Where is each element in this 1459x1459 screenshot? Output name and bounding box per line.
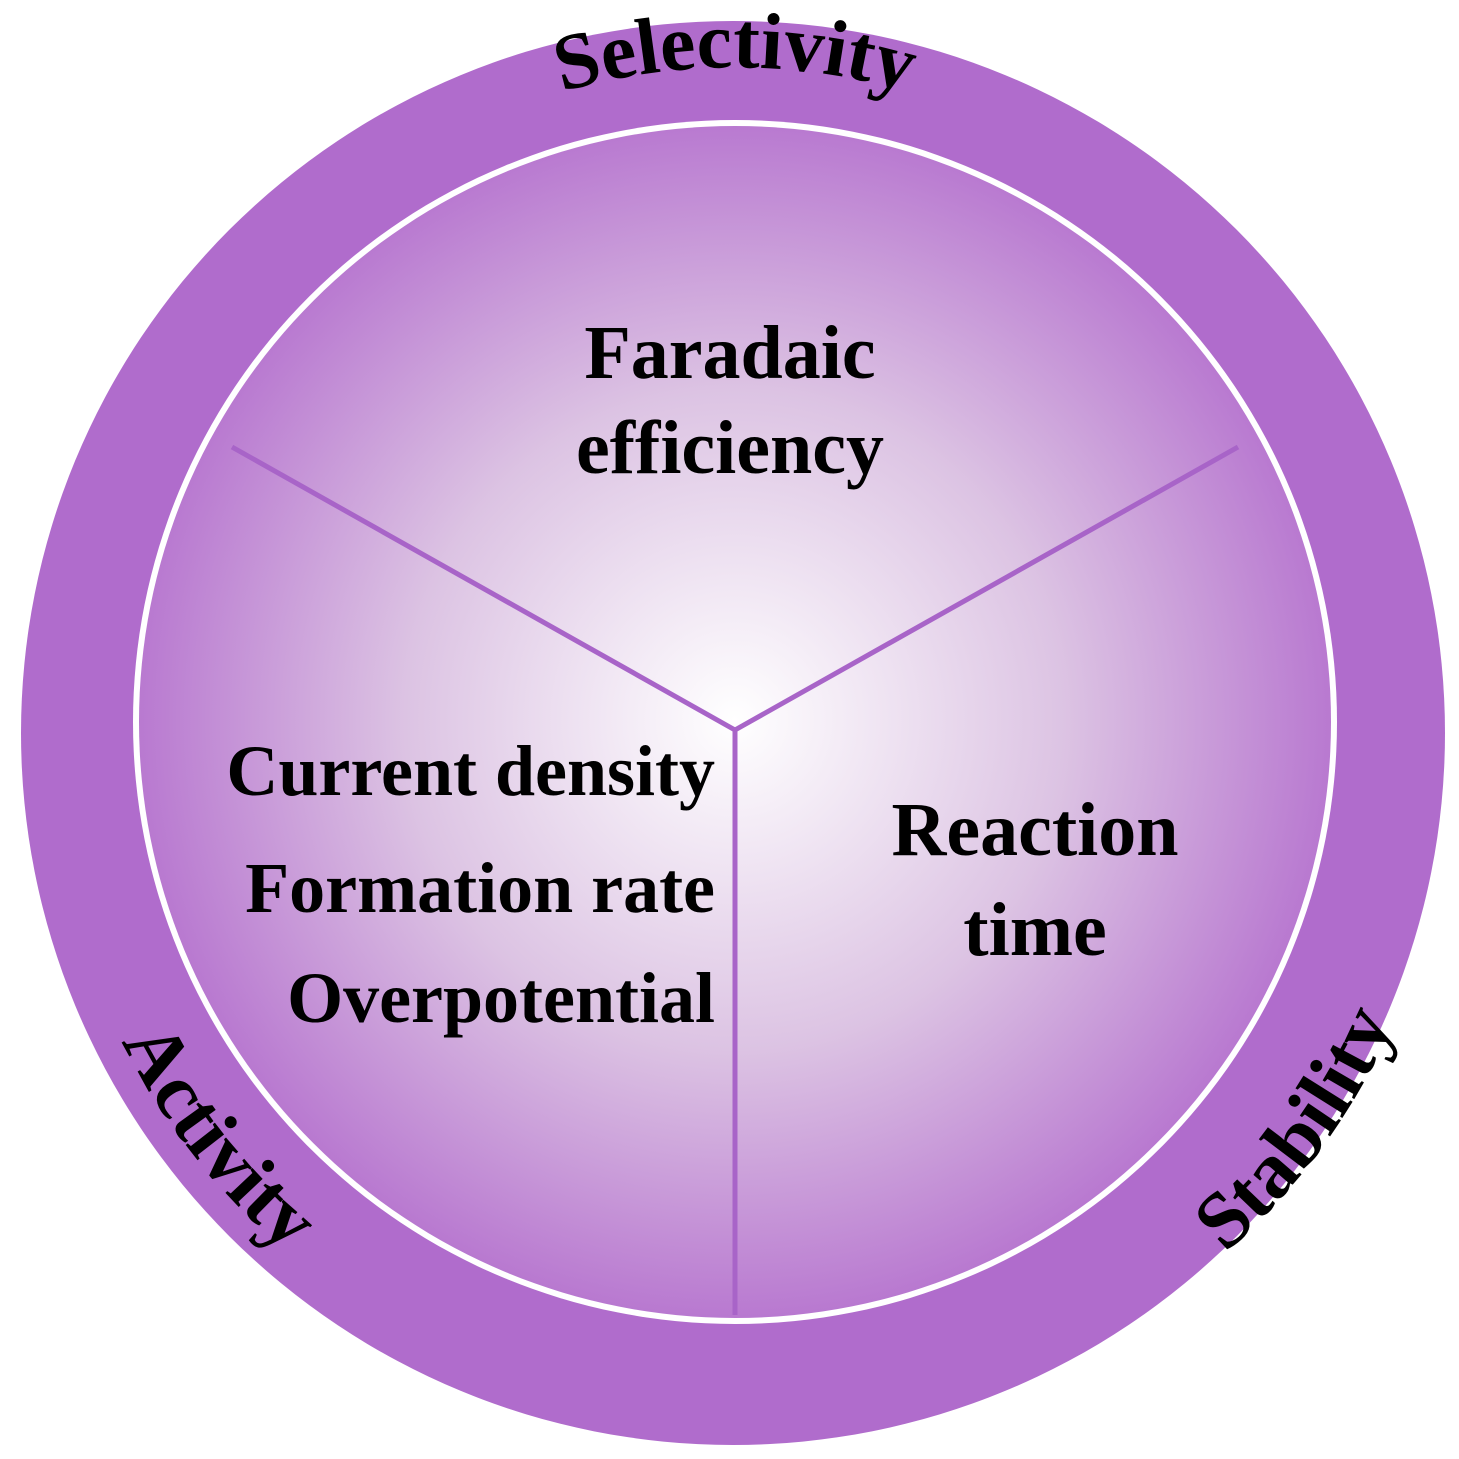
- sector-top: Faradaic efficiency: [576, 311, 884, 490]
- sector-right-line2: time: [963, 888, 1106, 972]
- sector-top-line2: efficiency: [576, 406, 884, 490]
- sector-top-line1: Faradaic: [584, 311, 875, 395]
- sector-left-item-3: Overpotential: [287, 958, 715, 1038]
- inner-disc: [139, 126, 1331, 1318]
- sector-left-item-2: Formation rate: [245, 848, 715, 928]
- sector-right-line1: Reaction: [891, 788, 1178, 872]
- divider-line-right: [733, 444, 1240, 733]
- divider-line-left: [230, 444, 737, 733]
- sector-dividers: [230, 444, 1240, 1315]
- sector-right: Reaction time: [891, 788, 1178, 972]
- sector-left-item-1: Current density: [226, 731, 715, 811]
- sector-left: Current density Formation rate Overpoten…: [226, 731, 715, 1038]
